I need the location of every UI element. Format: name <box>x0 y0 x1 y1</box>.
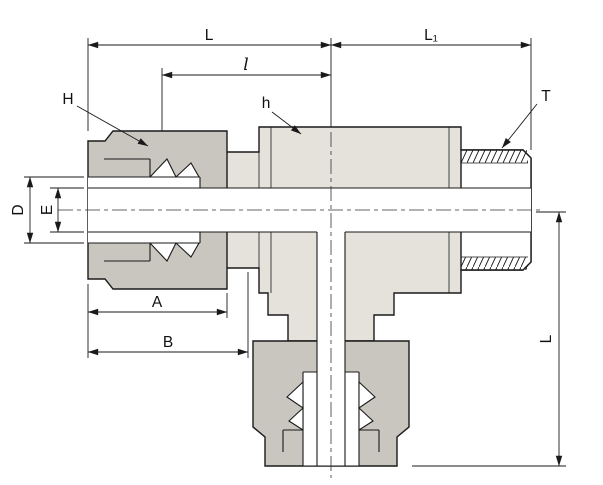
thread-hatch-top <box>461 150 528 163</box>
dim-label-D: D <box>10 204 27 215</box>
dim-label-L-top: L <box>205 27 214 44</box>
thread-hatch-bottom <box>461 257 528 270</box>
left-nut-ferrule-front-bottom <box>148 242 177 262</box>
callout-label-h: h <box>262 95 271 112</box>
callout-label-T: T <box>541 88 551 105</box>
left-socket-lines <box>88 158 201 262</box>
thread-detail <box>461 150 528 270</box>
bottom-nut-ferrule-front-right <box>358 380 376 410</box>
dim-label-L-right: L <box>538 334 555 343</box>
dimensions: L L₁ l H h T D E A B L <box>10 27 566 467</box>
internal-details <box>88 127 531 467</box>
dim-label-A: A <box>152 294 163 311</box>
callout-label-H: H <box>62 91 73 108</box>
left-nut-ferrule-back-top <box>174 162 200 178</box>
leader-H <box>76 105 149 147</box>
leader-T <box>501 103 538 149</box>
leader-h <box>271 111 302 135</box>
bottom-nut-ferrule-front-left <box>286 380 304 410</box>
centerlines <box>58 132 543 478</box>
dim-label-L1: L₁ <box>424 27 438 44</box>
left-nut-ferrule-back-bottom <box>174 242 200 258</box>
dim-label-E: E <box>39 205 56 215</box>
thread-root-lines <box>461 162 528 258</box>
bottom-nut-ferrule-back-left <box>288 406 304 432</box>
extension-lines <box>24 38 566 467</box>
bore-lines <box>88 187 531 466</box>
dim-label-l: l <box>243 55 248 75</box>
fitting-body <box>214 126 532 342</box>
left-nut-ferrule-front-top <box>148 158 177 178</box>
bottom-nut-ferrule-back-right <box>358 406 374 432</box>
hex-chamfer-lines <box>258 127 450 293</box>
dim-label-B: B <box>163 334 173 351</box>
